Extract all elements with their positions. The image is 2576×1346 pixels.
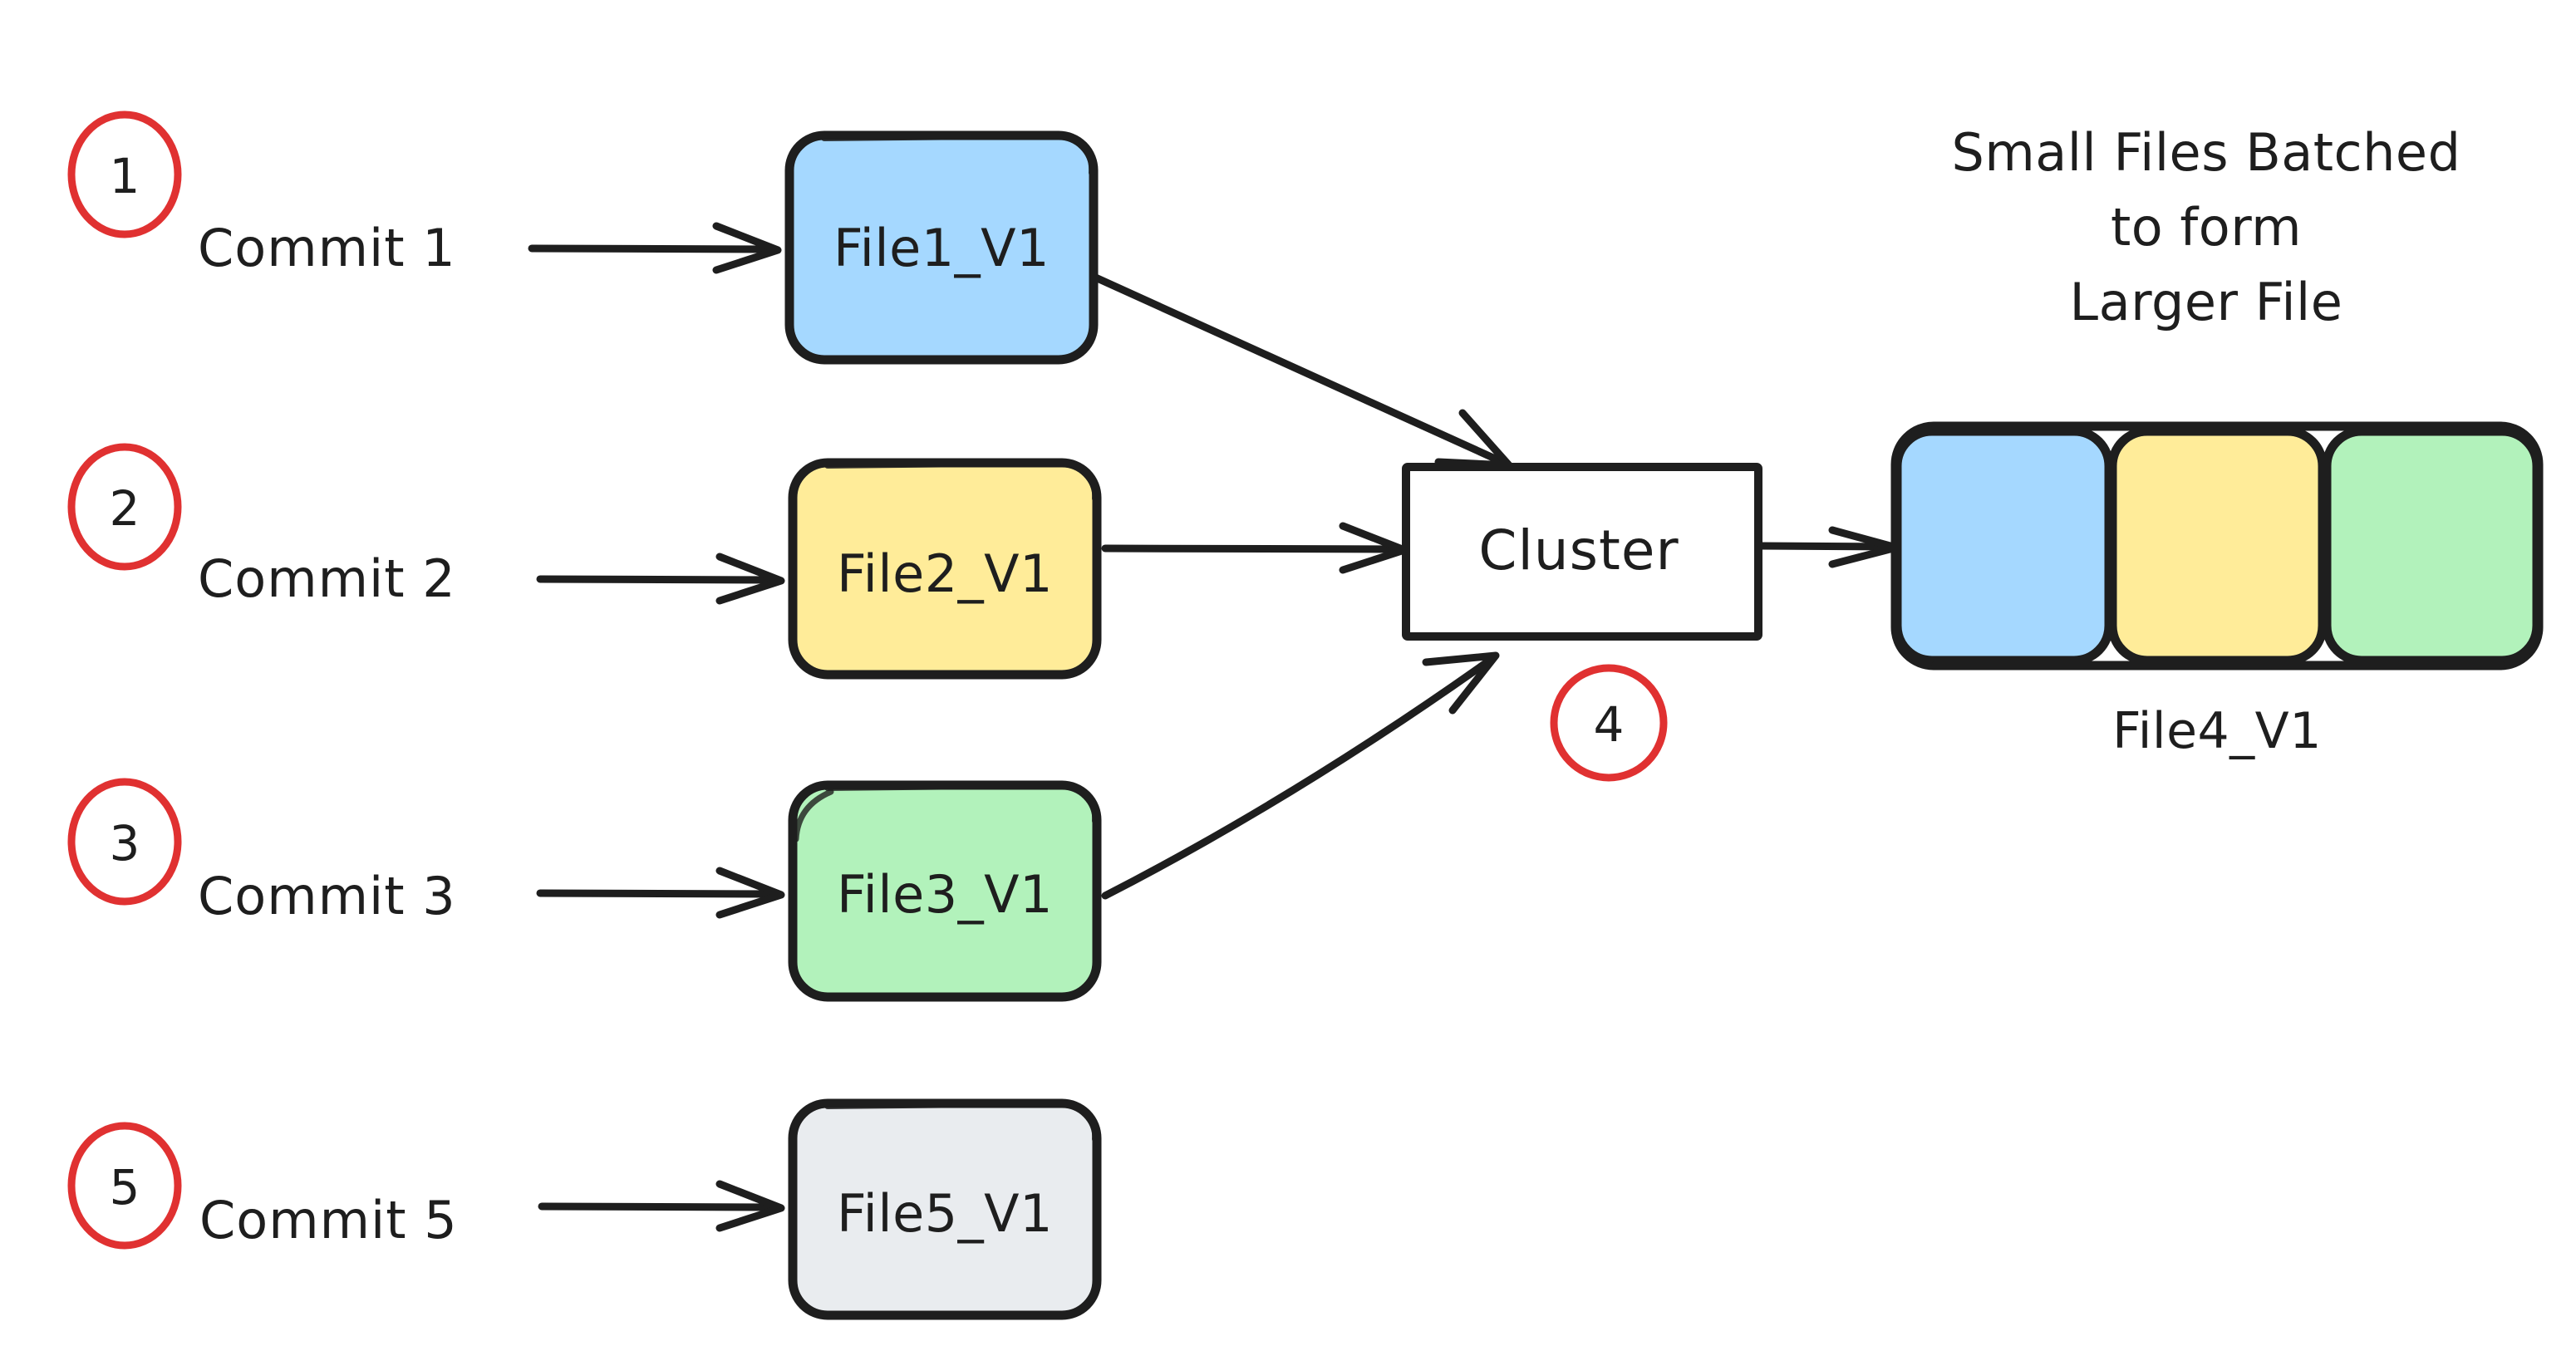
batched-file-label: File4_V1 <box>2112 702 2322 760</box>
arrow-commit1-to-file1 <box>528 222 782 274</box>
step-marker-number: 1 <box>110 148 140 204</box>
sketch-stroke <box>821 131 1096 176</box>
step-marker-circle <box>67 778 182 906</box>
step-marker-circle <box>67 111 182 238</box>
caption-line-3: Larger File <box>2070 272 2343 332</box>
file-node-file1[interactable]: File1_V1 <box>784 130 1099 365</box>
file-node-label: File5_V1 <box>837 1183 1053 1244</box>
file-node-file3[interactable]: File3_V1 <box>788 780 1102 1002</box>
step-marker-number: 2 <box>110 480 140 537</box>
file-node-file5[interactable]: File5_V1 <box>788 1098 1102 1320</box>
arrow-cluster-to-file4 <box>1756 526 1900 568</box>
arrow-commit2-to-file2 <box>536 553 785 605</box>
cluster-node-box <box>1402 463 1762 641</box>
batch-cell-blue <box>1892 426 2114 666</box>
step-marker-1: 1 <box>67 111 182 238</box>
step-marker-number: 3 <box>110 815 140 872</box>
batch-cell-yellow <box>2107 426 2328 666</box>
commit-label-3: Commit 3 <box>198 866 456 926</box>
arrow-commit3-to-file3 <box>536 867 785 919</box>
step-marker-circle <box>67 443 182 571</box>
commit-label-2: Commit 2 <box>198 548 456 609</box>
arrowhead <box>715 553 785 605</box>
step-marker-number: 5 <box>110 1159 140 1216</box>
step-marker-2: 2 <box>67 443 182 571</box>
file-node-label: File1_V1 <box>833 218 1050 278</box>
commit-label-5: Commit 5 <box>199 1190 458 1250</box>
step-marker-4: 4 <box>1550 664 1668 782</box>
batched-file-caption: Small Files Batched to form Larger File <box>1952 122 2461 332</box>
sketch-stroke <box>793 788 834 842</box>
file-node-label: File2_V1 <box>837 543 1053 604</box>
commit-label-1: Commit 1 <box>198 218 456 278</box>
cluster-node-label: Cluster <box>1478 518 1679 582</box>
step-marker-3: 3 <box>67 778 182 906</box>
sketch-stroke <box>824 459 1099 502</box>
batched-file-node[interactable]: File4_V1 <box>1890 421 2544 760</box>
file-node-file2[interactable]: File2_V1 <box>788 458 1102 680</box>
arrow-file2-to-cluster <box>1101 522 1408 574</box>
caption-line-1: Small Files Batched <box>1952 122 2461 183</box>
arrowhead <box>1422 651 1500 715</box>
file-node-label: File3_V1 <box>837 864 1053 925</box>
sketch-stroke <box>824 781 1099 824</box>
caption-line-2: to form <box>2111 197 2302 258</box>
arrowhead <box>715 867 785 919</box>
arrow-commit5-to-file5 <box>538 1180 785 1232</box>
step-marker-5: 5 <box>67 1122 182 1250</box>
step-marker-number: 4 <box>1594 696 1625 753</box>
arrow-file1-to-cluster <box>1088 272 1513 469</box>
batch-cell-green <box>2322 426 2542 666</box>
arrow-file3-to-cluster <box>1101 651 1500 900</box>
arrowhead <box>715 1180 785 1232</box>
step-marker-circle <box>1550 664 1668 782</box>
step-marker-circle <box>67 1122 182 1250</box>
cluster-node[interactable]: Cluster <box>1402 463 1762 641</box>
sketch-stroke <box>824 1099 1099 1142</box>
arrowhead <box>712 222 782 274</box>
